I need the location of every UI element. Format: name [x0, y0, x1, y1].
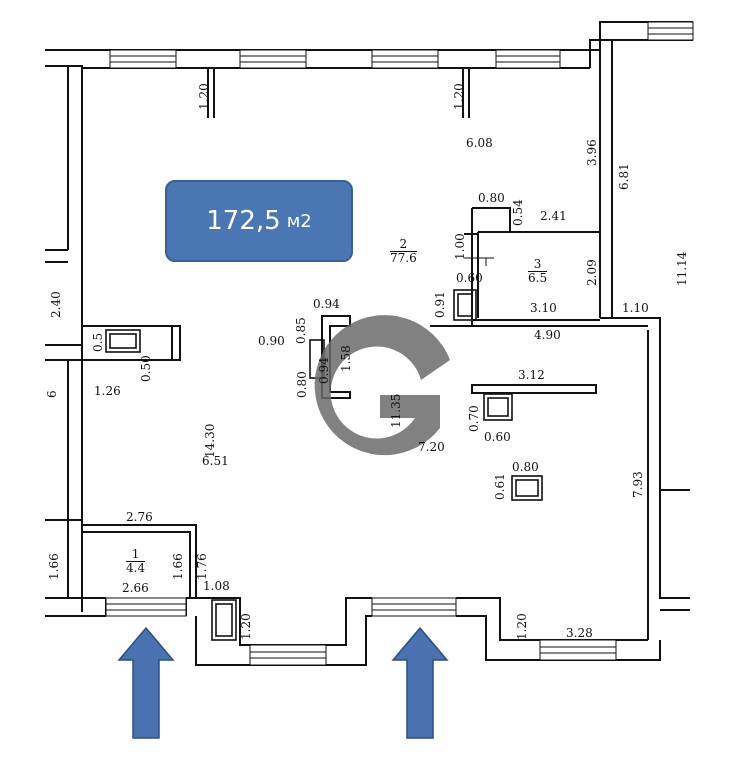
logo-g-watermark-icon	[314, 315, 450, 456]
dim-label: 0.50	[139, 355, 153, 382]
dim-label: 2.76	[126, 510, 153, 524]
dim-label: 2.09	[585, 259, 599, 286]
dim-label: 6.81	[617, 163, 631, 190]
dim-label: 7.93	[631, 471, 645, 498]
dim-label: 0.60	[484, 430, 511, 444]
dim-label: 1.66	[47, 553, 61, 580]
area-value: 172,5	[206, 206, 281, 236]
dim-label: 11.35	[389, 393, 403, 428]
room-label-1: 1 4.4	[126, 548, 146, 575]
dim-label: 0.85	[294, 317, 308, 344]
dim-label: 3.28	[566, 626, 593, 640]
dim-label: 0.80	[478, 191, 505, 205]
room-label-3: 3 6.5	[528, 258, 548, 285]
dim-label: 0.94	[317, 357, 331, 384]
dim-label: 0.90	[258, 334, 285, 348]
dim-label: 0.91	[433, 291, 447, 318]
shafts	[105, 289, 543, 641]
dim-label: 0.61	[493, 473, 507, 500]
room-number: 3	[528, 258, 548, 272]
dim-label: 1.20	[197, 83, 211, 110]
dim-label: 1.10	[622, 301, 649, 315]
dim-label: 2.41	[540, 209, 567, 223]
dim-label: 0.70	[467, 405, 481, 432]
room-number: 2	[390, 238, 417, 252]
dim-label: 7.20	[418, 440, 445, 454]
dim-label: 6.08	[466, 136, 493, 150]
dim-label: 0.80	[295, 371, 309, 398]
walls	[45, 21, 693, 666]
room-label-2: 2 77.6	[390, 238, 417, 265]
room-number: 1	[126, 548, 146, 562]
dim-label: 0.5	[91, 332, 105, 352]
dim-label: 0.54	[511, 199, 525, 226]
dim-label: 2.66	[122, 581, 149, 595]
dim-label: 2.40	[49, 291, 63, 318]
dim-label: 1.26	[94, 384, 121, 398]
dim-label: 3.96	[585, 139, 599, 166]
dim-label: 11.14	[675, 251, 689, 286]
dim-label: 1.00	[453, 233, 467, 260]
dim-label: 6	[45, 390, 59, 398]
dim-label: 1.58	[339, 345, 353, 372]
dim-label: 1.76	[195, 553, 209, 580]
dim-label: 4.90	[534, 328, 561, 342]
windows	[105, 21, 694, 666]
dim-lines	[464, 257, 494, 266]
dim-label: 1.20	[239, 613, 253, 640]
dim-label: 3.12	[518, 368, 545, 382]
room-area: 77.6	[390, 251, 417, 265]
dim-label: 1.20	[515, 613, 529, 640]
entrance-arrow-icon	[391, 626, 449, 739]
dim-label: 0.80	[512, 460, 539, 474]
dim-label: 0.60	[456, 271, 483, 285]
entrance-arrow-icon	[117, 626, 175, 739]
dim-label: 1.66	[171, 553, 185, 580]
dim-label: 0.94	[313, 297, 340, 311]
dim-label: 1.08	[203, 579, 230, 593]
dim-label: 14.30	[203, 423, 217, 458]
room-area: 4.4	[126, 561, 146, 575]
dim-label: 1.20	[452, 83, 466, 110]
dim-label: 3.10	[530, 301, 557, 315]
dim-label: 6.51	[202, 454, 229, 468]
total-area-badge: 172,5 м2	[165, 180, 353, 262]
area-unit: м2	[286, 210, 312, 232]
room-area: 6.5	[528, 271, 548, 285]
